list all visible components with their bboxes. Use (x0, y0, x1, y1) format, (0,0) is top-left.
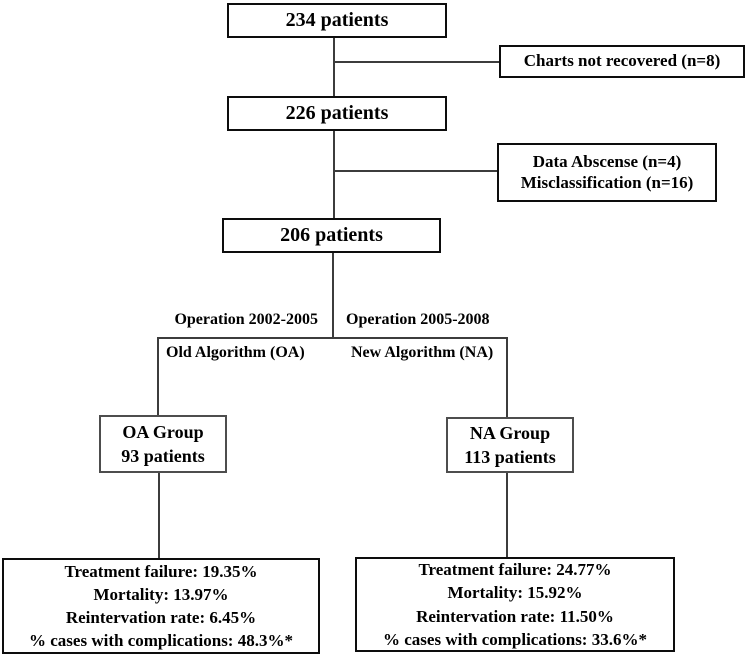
connector-branch-to-na-group (506, 337, 508, 418)
node-na-group: NA Group 113 patients (446, 417, 574, 473)
na-group-name: NA Group (469, 422, 551, 443)
node-234-patients: 234 patients (227, 3, 447, 38)
label-new-algorithm: New Algorithm (NA) (351, 344, 494, 361)
oa-complications: % cases with complications: 48.3%* (29, 631, 293, 651)
exclusion-line-misclassification: Misclassification (n=16) (520, 172, 694, 192)
connector-to-exclusions (334, 170, 497, 172)
node-exclusions: Data Abscense (n=4) Misclassification (n… (497, 143, 717, 202)
connector-oa-group-to-outcomes (158, 473, 160, 559)
na-reintervention: Reintervation rate: 11.50% (416, 606, 614, 626)
label-old-algorithm: Old Algorithm (OA) (166, 344, 305, 361)
na-group-count: 113 patients (464, 447, 556, 467)
node-226-patients: 226 patients (227, 96, 447, 131)
label-operation-2002-2005: Operation 2002-2005 (174, 311, 318, 328)
node-234-patients-label: 234 patients (285, 8, 389, 31)
node-charts-not-recovered-label: Charts not recovered (n=8) (523, 51, 721, 71)
node-oa-group: OA Group 93 patients (99, 415, 227, 473)
oa-treatment-failure: Treatment failure: 19.35% (64, 561, 258, 581)
na-complications: % cases with complications: 33.6%* (383, 629, 647, 649)
oa-group-count: 93 patients (121, 446, 205, 466)
connector-branch-split (157, 337, 508, 339)
na-treatment-failure: Treatment failure: 24.77% (418, 560, 612, 580)
label-operation-2005-2008: Operation 2005-2008 (346, 311, 490, 328)
oa-group-name: OA Group (122, 421, 204, 442)
connector-branch-to-oa-group (157, 337, 159, 416)
node-226-patients-label: 226 patients (285, 101, 389, 124)
connector-to-charts-not-recovered (334, 61, 499, 63)
connector-234-to-226 (333, 37, 335, 97)
node-charts-not-recovered: Charts not recovered (n=8) (499, 45, 745, 78)
exclusion-line-data-absence: Data Abscense (n=4) (532, 152, 682, 172)
connector-na-group-to-outcomes (506, 473, 508, 558)
connector-226-to-206 (333, 130, 335, 219)
oa-reintervention: Reintervation rate: 6.45% (65, 608, 257, 627)
connector-206-to-split (332, 252, 334, 339)
na-mortality: Mortality: 15.92% (447, 583, 583, 603)
node-206-patients: 206 patients (222, 218, 441, 253)
node-oa-outcomes: Treatment failure: 19.35% Mortality: 13.… (2, 558, 320, 654)
node-na-outcomes: Treatment failure: 24.77% Mortality: 15.… (355, 557, 675, 652)
oa-mortality: Mortality: 13.97% (93, 584, 229, 604)
node-206-patients-label: 206 patients (280, 223, 383, 246)
